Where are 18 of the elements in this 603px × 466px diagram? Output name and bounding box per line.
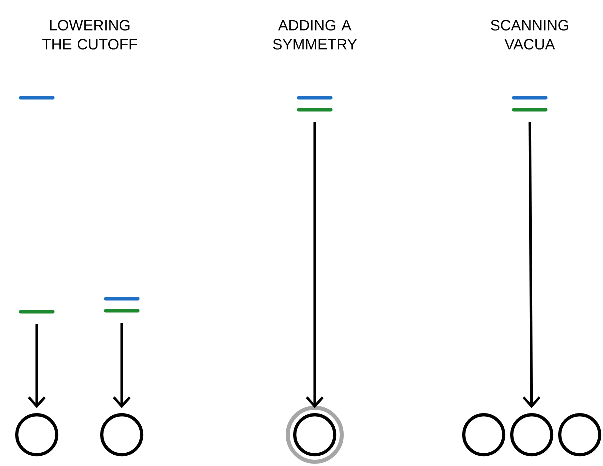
dash-mark	[297, 96, 333, 112]
ringed-circle	[286, 406, 344, 464]
circle	[462, 413, 506, 457]
title-text: LOWERING THE CUTOFF	[42, 20, 138, 50]
dash-mark	[19, 310, 55, 314]
title-text: ADDING A SYMMETRY	[273, 20, 358, 50]
circle	[558, 413, 602, 457]
arrow	[306, 122, 324, 408]
dash-mark	[19, 96, 55, 100]
circle	[100, 413, 144, 457]
circle	[15, 413, 59, 457]
arrow	[522, 122, 541, 408]
dash-mark	[512, 96, 548, 112]
circle	[510, 413, 554, 457]
dash-mark	[104, 297, 140, 313]
arrow	[28, 324, 46, 408]
title-text: SCANNING VACUA	[491, 20, 568, 50]
arrow	[113, 323, 131, 408]
